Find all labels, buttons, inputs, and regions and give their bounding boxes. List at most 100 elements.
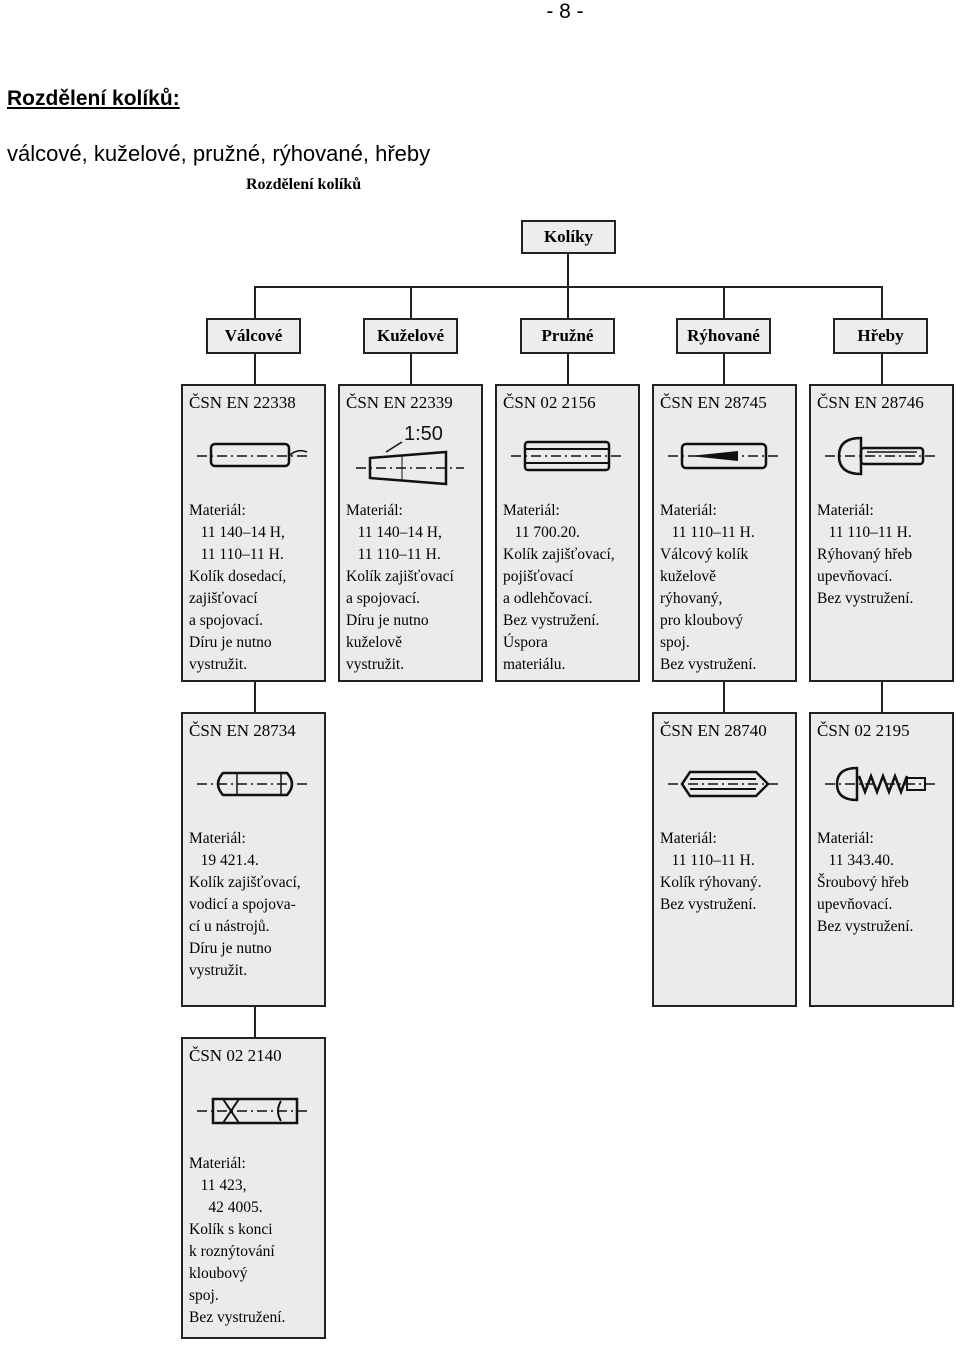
screw-nail-icon — [825, 766, 939, 802]
pin-card: ČSN 02 2156 Materiál: 11 700.20. Kolík z… — [495, 384, 640, 682]
description-line: zajišťovací — [189, 590, 258, 607]
description-line: Kolík rýhovaný. — [660, 874, 762, 891]
description-line: rýhovaný, — [660, 590, 723, 607]
description-line: Kolík s konci — [189, 1221, 273, 1238]
category-ryhovane: Rýhované — [676, 318, 771, 354]
description-line: Bez vystružení. — [189, 1309, 286, 1326]
description-line: Válcový kolík — [660, 546, 749, 563]
connector-line — [254, 680, 256, 714]
material-label: Materiál: — [346, 502, 403, 519]
standard-code: ČSN EN 28745 — [660, 393, 767, 412]
material-label: Materiál: — [817, 830, 874, 847]
material-label: Materiál: — [189, 502, 246, 519]
guide-pin-icon — [197, 771, 311, 797]
description-line: vystružit. — [346, 656, 405, 673]
connector-line — [254, 352, 256, 386]
rivet-end-pin-icon — [197, 1097, 311, 1125]
cylindrical-pin-icon — [197, 442, 308, 468]
diagram-caption: Rozdělení kolíků — [246, 176, 362, 193]
page-number: - 8 - — [546, 0, 584, 23]
description-line: Kolík dosedací, — [189, 568, 287, 585]
pin-card: ČSN EN 28734 Materiál: 19 421.4. Kolík z… — [181, 712, 326, 1007]
description-line: upevňovací. — [817, 896, 893, 913]
description-line: Kolík zajišťovací, — [189, 874, 301, 891]
material-label: Materiál: — [189, 1155, 246, 1172]
pin-card: ČSN EN 28740 Materiál: 11 110–11 H. Kolí… — [652, 712, 797, 1007]
description-line: Kolík zajišťovací — [346, 568, 454, 585]
connector-line — [567, 352, 569, 386]
standard-code: ČSN EN 28734 — [189, 721, 296, 740]
page-subheading: válcové, kuželové, pružné, rýhované, hře… — [7, 141, 431, 166]
standard-code: ČSN 02 2195 — [817, 721, 910, 740]
standard-code: ČSN 02 2156 — [503, 393, 596, 412]
material-label: Materiál: — [817, 502, 874, 519]
category-hreby: Hřeby — [833, 318, 928, 354]
description-line: cí u nástrojů. — [189, 918, 270, 935]
description-line: spoj. — [660, 634, 690, 651]
connector-line — [410, 352, 412, 386]
description-line: a odlehčovací. — [503, 590, 593, 607]
material-values: 19 421.4. — [189, 852, 259, 869]
pin-card: ČSN EN 22339 1:50 Materiál: 11 140–14 H,… — [338, 384, 483, 682]
material-values: 11 140–14 H, 11 110–11 H. — [200, 524, 285, 563]
description-line: upevňovací. — [817, 568, 893, 585]
connector-line — [723, 352, 725, 386]
description-line: vystružit. — [189, 656, 248, 673]
connector-line — [254, 286, 256, 320]
description-line: kuželově — [660, 568, 716, 585]
material-values: 11 110–11 H. — [817, 524, 912, 541]
material-label: Materiál: — [660, 502, 717, 519]
material-values: 11 423, 42 4005. — [200, 1177, 263, 1216]
description-line: Bez vystružení. — [817, 918, 914, 935]
material-values: 11 140–14 H, 11 110–11 H. — [357, 524, 442, 563]
pin-card: ČSN EN 28745 Materiál: 11 110–11 H. Válc… — [652, 384, 797, 682]
taper-ratio: 1:50 — [404, 423, 443, 445]
material-label: Materiál: — [660, 830, 717, 847]
grooved-pin-chamfer-icon — [668, 770, 782, 798]
material-label: Materiál: — [503, 502, 560, 519]
description-line: Bez vystružení. — [660, 656, 757, 673]
page-heading: Rozdělení kolíků: — [7, 87, 180, 110]
description-line: Bez vystružení. — [817, 590, 914, 607]
pin-card: ČSN 02 2195 Materiál: 11 343.40. Šroubov… — [809, 712, 954, 1007]
description-line: Díru je nutno — [189, 634, 272, 651]
category-valcove: Válcové — [206, 318, 301, 354]
grooved-pin-icon — [668, 442, 782, 470]
standard-code: ČSN EN 22339 — [346, 393, 453, 412]
material-values: 11 343.40. — [817, 852, 894, 869]
standard-code: ČSN EN 22338 — [189, 393, 296, 412]
material-label: Materiál: — [189, 830, 246, 847]
standard-code: ČSN EN 28740 — [660, 721, 767, 740]
description-line: vodicí a spojova- — [189, 896, 296, 913]
root-node: Kolíky — [521, 220, 616, 254]
pin-card: ČSN EN 28746 Materiál: 11 110–11 H. Rýho… — [809, 384, 954, 682]
description-line: vystružit. — [189, 962, 248, 979]
standard-code: ČSN 02 2140 — [189, 1046, 282, 1065]
standard-code: ČSN EN 28746 — [817, 393, 924, 412]
connector-line — [567, 286, 569, 320]
connector-line — [254, 1005, 256, 1039]
connector-line — [723, 286, 725, 320]
connector-line — [881, 286, 883, 320]
description-line: Bez vystružení. — [660, 896, 757, 913]
description-line: Díru je nutno — [189, 940, 272, 957]
description-line: Kolík zajišťovací, — [503, 546, 615, 563]
material-values: 11 700.20. — [503, 524, 580, 541]
description-line: kuželově — [346, 634, 402, 651]
description-line: k roznýtování — [189, 1243, 275, 1260]
description-line: Úspora — [503, 634, 548, 651]
description-line: Rýhovaný hřeb — [817, 546, 913, 563]
category-kuzelove: Kuželové — [363, 318, 458, 354]
taper-pin-icon: 1:50 — [356, 423, 464, 486]
description-line: spoj. — [189, 1287, 219, 1304]
connector-line — [567, 253, 569, 287]
description-line: pojišťovací — [503, 568, 574, 585]
description-line: materiálu. — [503, 656, 566, 673]
connector-line — [723, 680, 725, 714]
connector-line — [881, 680, 883, 714]
connector-line — [881, 352, 883, 386]
spring-pin-icon — [511, 440, 625, 472]
pin-card: ČSN 02 2140 Materiál: 11 423, 42 4005. K… — [181, 1037, 326, 1339]
category-pruzne: Pružné — [520, 318, 615, 354]
pin-card: ČSN EN 22338 Materiál: 11 140–14 H, 11 1… — [181, 384, 326, 682]
